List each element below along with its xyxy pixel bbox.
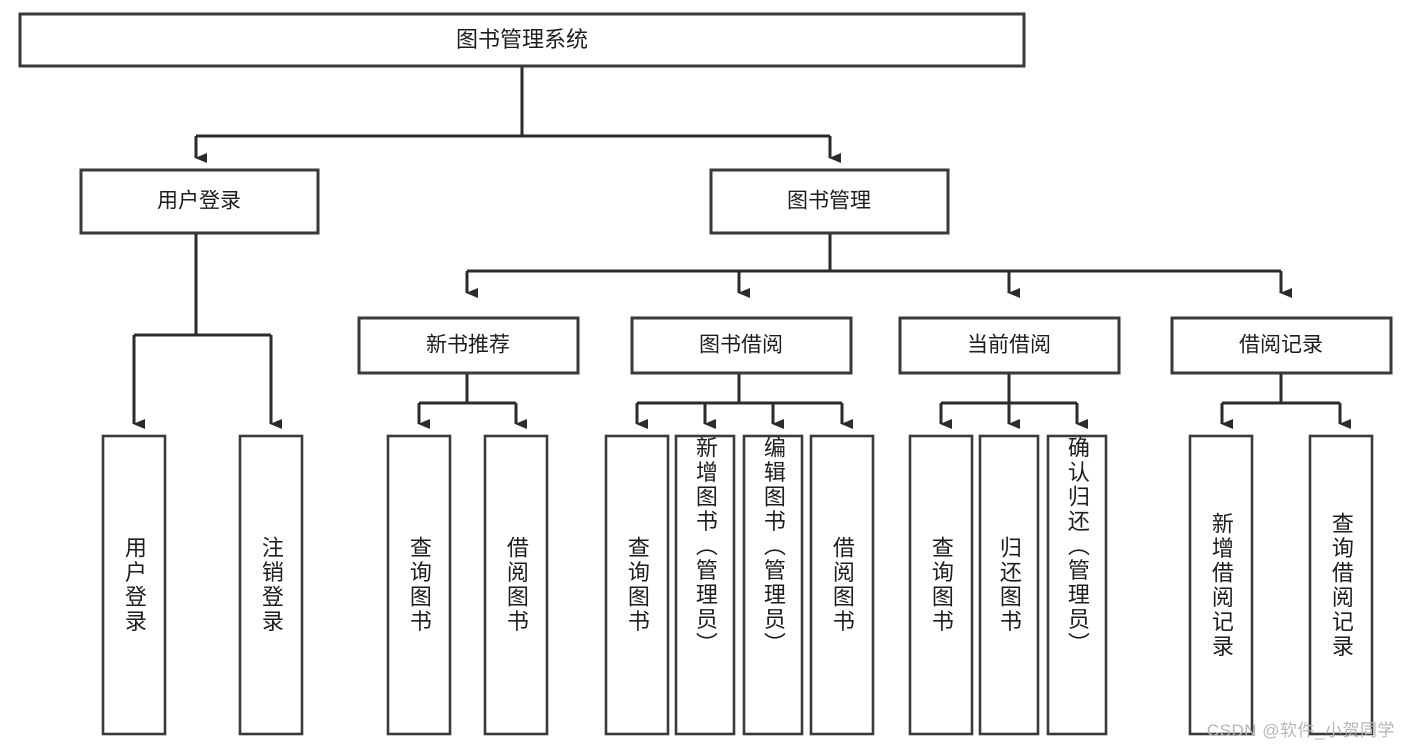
- leaf-box-borrow-book-1[interactable]: [483, 434, 549, 736]
- node-book-borrow-label: 图书借阅: [699, 334, 783, 357]
- leaf-box-query-borrow-rec[interactable]: [1308, 434, 1374, 736]
- leaf-box-borrow-book-2[interactable]: [809, 434, 875, 736]
- leaf-box-query-book-3[interactable]: [908, 434, 974, 736]
- connector-root-to-level2: [194, 66, 841, 163]
- node-book-management-label: 图书管理: [787, 190, 871, 213]
- connector-borrow-to-leaves: [635, 373, 853, 429]
- node-root-system[interactable]: 图书管理系统: [18, 12, 1026, 68]
- node-user-login[interactable]: 用户登录: [79, 168, 320, 235]
- node-new-book-recommend[interactable]: 新书推荐: [357, 316, 580, 375]
- node-user-login-label: 用户登录: [157, 190, 241, 213]
- node-new-book-recommend-label: 新书推荐: [426, 334, 510, 357]
- leaf-box-logout[interactable]: [238, 434, 304, 736]
- connector-userlogin-to-leaves: [132, 233, 282, 429]
- leaf-box-add-borrow-record[interactable]: [1188, 434, 1254, 736]
- leaf-box-user-login[interactable]: [101, 434, 167, 736]
- connector-bookmgmt-to-level3: [465, 233, 1292, 298]
- node-book-borrow[interactable]: 图书借阅: [630, 316, 853, 375]
- connector-borrowrecord-to-leaves: [1220, 373, 1351, 429]
- node-borrow-record[interactable]: 借阅记录: [1170, 316, 1393, 375]
- leaf-box-query-book-2[interactable]: [604, 434, 670, 736]
- connector-newbook-to-leaves: [417, 373, 527, 429]
- leaf-box-add-book-admin[interactable]: [674, 434, 736, 736]
- leaf-box-confirm-return[interactable]: [1046, 434, 1108, 736]
- connector-currentborrow-to-leaves: [939, 373, 1088, 429]
- leaf-box-return-book[interactable]: [978, 434, 1040, 736]
- watermark-credit: CSDN @软件_小贺同学: [1206, 721, 1395, 740]
- node-book-management[interactable]: 图书管理: [709, 168, 950, 235]
- leaf-box-edit-book-admin[interactable]: [742, 434, 804, 736]
- node-root-system-label: 图书管理系统: [456, 27, 588, 52]
- node-current-borrow[interactable]: 当前借阅: [898, 316, 1121, 375]
- leaf-boxes: [101, 434, 1374, 736]
- leaf-box-query-book-1[interactable]: [386, 434, 452, 736]
- node-current-borrow-label: 当前借阅: [967, 334, 1051, 357]
- node-borrow-record-label: 借阅记录: [1239, 334, 1323, 357]
